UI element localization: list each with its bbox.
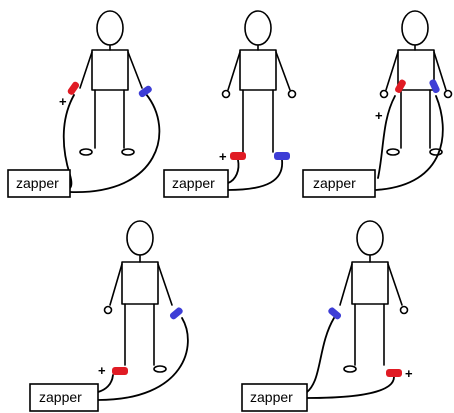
stick-figure bbox=[379, 10, 453, 156]
zapper-label: zapper bbox=[16, 175, 59, 191]
zapper-label: zapper bbox=[313, 175, 356, 191]
positive-lead bbox=[227, 159, 240, 184]
positive-lead bbox=[377, 95, 396, 179]
panel-3: + zapper bbox=[302, 10, 453, 198]
negative-lead bbox=[375, 95, 444, 191]
positive-electrode bbox=[386, 369, 402, 377]
positive-sign: + bbox=[405, 366, 413, 381]
zapper-box bbox=[241, 383, 308, 412]
stick-figure bbox=[79, 10, 143, 156]
panel-5: + zapper bbox=[241, 220, 413, 412]
panel-1: + zapper bbox=[7, 10, 161, 198]
negative-lead bbox=[227, 159, 283, 191]
positive-electrode bbox=[67, 81, 80, 95]
negative-lead bbox=[306, 317, 335, 393]
negative-lead bbox=[69, 93, 161, 193]
positive-lead bbox=[97, 374, 114, 393]
zapper-label: zapper bbox=[172, 175, 215, 191]
positive-lead bbox=[306, 376, 395, 399]
zapper-box bbox=[302, 169, 376, 198]
negative-electrode bbox=[138, 85, 152, 98]
zapper-label: zapper bbox=[250, 389, 293, 405]
stick-figure bbox=[339, 220, 409, 373]
positive-electrode bbox=[112, 367, 128, 375]
negative-electrode bbox=[169, 307, 183, 320]
positive-sign: + bbox=[219, 149, 227, 164]
positive-sign: + bbox=[59, 94, 67, 109]
stick-figure bbox=[221, 10, 297, 153]
negative-electrode bbox=[328, 307, 342, 320]
zapper-label: zapper bbox=[39, 389, 82, 405]
positive-electrode bbox=[230, 152, 246, 160]
negative-electrode bbox=[429, 79, 440, 94]
stick-figure bbox=[103, 220, 173, 373]
negative-lead bbox=[97, 317, 189, 401]
negative-electrode bbox=[274, 152, 290, 160]
zapper-box bbox=[163, 169, 229, 198]
zapper-box bbox=[29, 383, 99, 412]
positive-electrode bbox=[395, 79, 406, 93]
positive-sign: + bbox=[98, 363, 106, 378]
positive-sign: + bbox=[375, 108, 383, 123]
panel-2: + zapper bbox=[163, 10, 297, 198]
zapper-box bbox=[7, 169, 71, 198]
panel-4: + zapper bbox=[29, 220, 189, 412]
